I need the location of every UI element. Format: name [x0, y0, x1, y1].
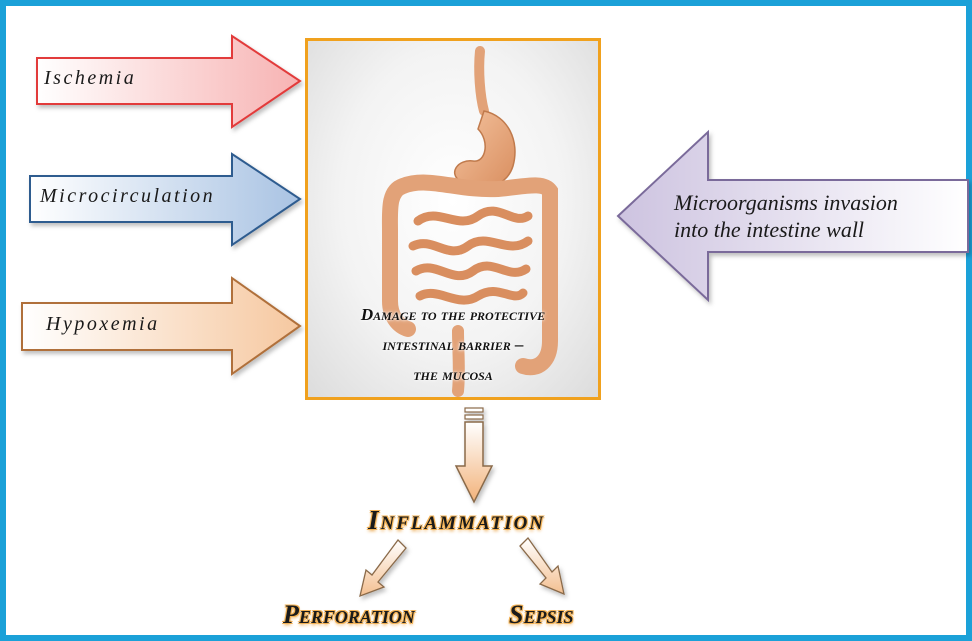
- mucosa-damage-label: Damage to the protective intestinal barr…: [305, 300, 601, 390]
- microorganisms-label-line2: into the intestine wall: [674, 216, 898, 243]
- down-arrow: [456, 408, 492, 502]
- microcirculation-label: Microcirculation: [40, 185, 215, 208]
- sepsis-label: Sepsis: [509, 600, 574, 630]
- perforation-arrow: [360, 540, 406, 596]
- mucosa-damage-line1: Damage to the protective: [305, 300, 601, 330]
- sepsis-arrow: [520, 538, 564, 594]
- inflammation-label: Inflammation: [368, 505, 545, 536]
- mucosa-damage-line3: the mucosa: [305, 360, 601, 390]
- ischemia-label: Ischemia: [44, 67, 136, 90]
- hypoxemia-label: Hypoxemia: [46, 313, 160, 336]
- microorganisms-label: Microorganisms invasion into the intesti…: [674, 189, 898, 243]
- microorganisms-label-line1: Microorganisms invasion: [674, 189, 898, 216]
- mucosa-damage-line2: intestinal barrier –: [305, 330, 601, 360]
- perforation-label: Perforation: [283, 600, 415, 630]
